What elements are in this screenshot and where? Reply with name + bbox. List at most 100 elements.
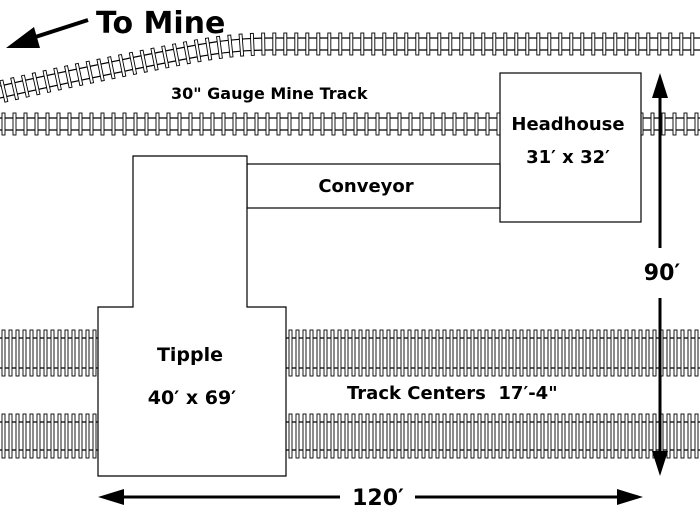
mine-track-tie — [96, 58, 105, 82]
standard-track-tie — [568, 413, 573, 459]
standard-track-tie — [323, 329, 328, 377]
mine-track-tie — [558, 32, 563, 56]
standard-track-tie — [505, 329, 510, 377]
mine-track-tie — [56, 112, 61, 136]
mine-track-tie — [452, 112, 457, 136]
mine-track-tie — [690, 32, 695, 56]
standard-track-tie — [400, 329, 405, 377]
mine-track-tie — [635, 32, 640, 56]
standard-track-tie — [456, 413, 461, 459]
standard-track-tie — [414, 413, 419, 459]
standard-track-tie — [29, 413, 34, 459]
standard-track-tie — [379, 413, 384, 459]
standard-track-tie — [449, 413, 454, 459]
standard-track-tie — [617, 413, 622, 459]
mine-track-tie — [309, 112, 314, 136]
mine-track-tie — [360, 32, 365, 56]
mine-track-tie — [265, 112, 270, 136]
mine-track-tie — [331, 112, 336, 136]
standard-track-tie — [484, 413, 489, 459]
standard-track-tie — [50, 413, 55, 459]
standard-track-tie — [540, 413, 545, 459]
standard-track-tie — [50, 329, 55, 377]
mine-track-tie — [117, 53, 127, 78]
mine-track-tie — [613, 32, 618, 56]
standard-track-tie — [582, 329, 587, 377]
standard-track-tie — [526, 413, 531, 459]
standard-track-tie — [71, 413, 76, 459]
standard-track-tie — [561, 329, 566, 377]
standard-track-tie — [400, 413, 405, 459]
tipple-size-label: 40′ x 69′ — [148, 387, 236, 409]
standard-track-tie — [407, 329, 412, 377]
width-dimension-arrow — [98, 489, 643, 505]
standard-track-tie — [393, 329, 398, 377]
standard-track-tie — [309, 413, 314, 459]
standard-track-tie — [15, 329, 20, 377]
mine-track-tie — [342, 112, 347, 136]
standard-track-tie — [85, 413, 90, 459]
mine-track-tie — [569, 32, 574, 56]
mine-track-tie — [150, 47, 159, 71]
standard-track-tie — [463, 413, 468, 459]
standard-track-tie — [302, 413, 307, 459]
mine-track-tie — [426, 32, 431, 56]
mine-track-tie — [364, 112, 369, 136]
standard-track-tie — [288, 329, 293, 377]
mine-track-tie — [694, 112, 699, 136]
mine-track-curve-ties — [0, 32, 695, 103]
headhouse-building — [499, 72, 642, 223]
standard-track-tie — [673, 413, 678, 459]
mine-track-tie — [204, 37, 213, 61]
standard-track-tie — [617, 329, 622, 377]
mine-track-tie — [216, 35, 223, 59]
standard-track-tie — [512, 329, 517, 377]
mine-track-tie — [287, 112, 292, 136]
standard-track-tie — [498, 329, 503, 377]
mine-track-tie — [679, 32, 684, 56]
mine-track-tie — [34, 112, 39, 136]
standard-track-tie — [435, 329, 440, 377]
standard-track-tie — [351, 329, 356, 377]
standard-track-tie — [561, 413, 566, 459]
standard-track-tie — [449, 329, 454, 377]
standard-track-tie — [337, 329, 342, 377]
mine-track-tie — [661, 112, 666, 136]
mine-track-tie — [294, 32, 299, 56]
standard-track-tie — [491, 329, 496, 377]
mine-track-tie — [177, 112, 182, 136]
standard-track-tie — [575, 413, 580, 459]
to-mine-arrow — [6, 18, 89, 48]
standard-track-tie — [470, 413, 475, 459]
standard-track-tie — [358, 413, 363, 459]
standard-track-tie — [484, 329, 489, 377]
standard-track-tie — [589, 329, 594, 377]
standard-track-tie — [78, 329, 83, 377]
mine-track-tie — [397, 112, 402, 136]
standard-track-tie — [330, 413, 335, 459]
standard-track-tie — [568, 329, 573, 377]
mine-track-tie — [298, 112, 303, 136]
standard-track-tie — [316, 413, 321, 459]
mine-track-tie — [243, 112, 248, 136]
standard-track-tie — [372, 329, 377, 377]
mine-track-tie — [182, 41, 191, 65]
mine-track-tie — [193, 39, 202, 63]
standard-track-tie — [85, 329, 90, 377]
mine-track-tie — [393, 32, 398, 56]
standard-track-tie — [78, 413, 83, 459]
track-centers-label: Track Centers 17′-4" — [347, 383, 558, 404]
mine-track-tie — [338, 32, 343, 56]
standard-track-tie — [645, 413, 650, 459]
mine-track-tie — [657, 32, 662, 56]
standard-track-tie — [365, 329, 370, 377]
standard-track-tie — [8, 413, 13, 459]
mine-track-tie — [45, 112, 50, 136]
standard-track-tie — [505, 413, 510, 459]
standard-track-tie — [554, 329, 559, 377]
standard-track-tie — [295, 329, 300, 377]
mine-track-tie — [276, 112, 281, 136]
mine-track-tie — [672, 112, 677, 136]
standard-track-tie — [344, 413, 349, 459]
